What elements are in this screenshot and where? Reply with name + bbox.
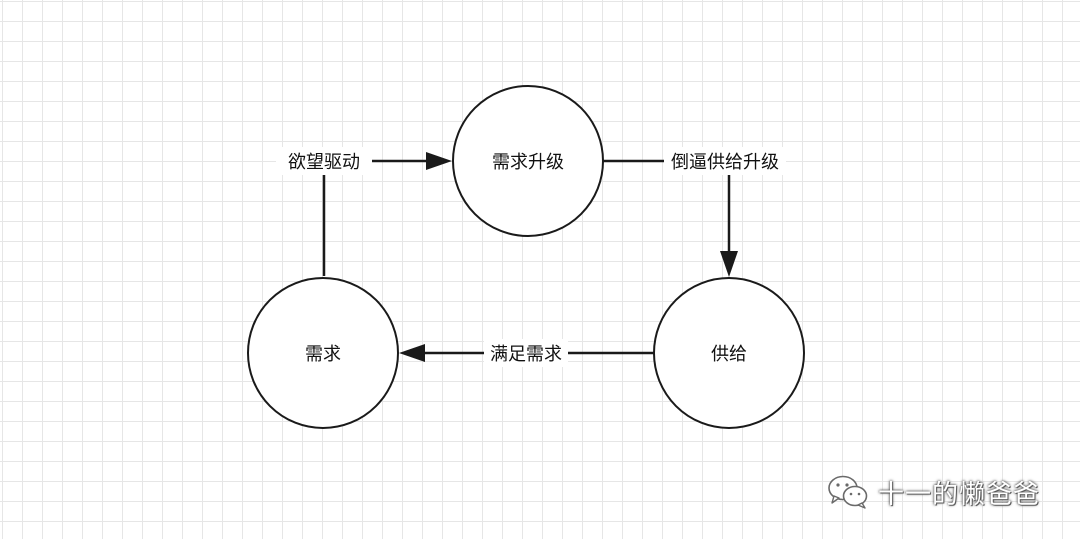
edge-label-force: 倒逼供给升级 <box>671 152 779 173</box>
watermark: 十一的懒爸爸 <box>826 472 1040 512</box>
node-upgrade-circle <box>452 85 604 237</box>
edge-label-satisfy: 满足需求 <box>490 344 562 365</box>
arrowhead-to-upgrade <box>426 152 452 170</box>
node-supply: 供给 <box>653 277 805 429</box>
edge-label-bg-satisfy <box>484 339 568 367</box>
edge-satisfy-demand: 满足需求 <box>399 339 654 367</box>
edge-label-bg-force <box>664 147 786 175</box>
edge-label-desire: 欲望驱动 <box>288 152 360 173</box>
watermark-text: 十一的懒爸爸 <box>878 479 1041 510</box>
wechat-icon <box>828 475 868 509</box>
edge-force-upgrade: 倒逼供给升级 <box>603 147 786 277</box>
arrowhead-to-demand <box>399 344 425 362</box>
node-demand: 需求 <box>247 277 399 429</box>
node-supply-circle <box>653 277 805 429</box>
node-upgrade-label: 需求升级 <box>492 152 564 173</box>
node-demand-circle <box>247 277 399 429</box>
node-upgrade: 需求升级 <box>452 85 604 237</box>
node-demand-label: 需求 <box>305 344 341 365</box>
node-supply-label: 供给 <box>711 344 747 365</box>
edge-desire-drive: 欲望驱动 <box>276 147 452 276</box>
edge-label-bg-desire <box>276 147 372 175</box>
arrowhead-to-supply <box>720 251 738 277</box>
